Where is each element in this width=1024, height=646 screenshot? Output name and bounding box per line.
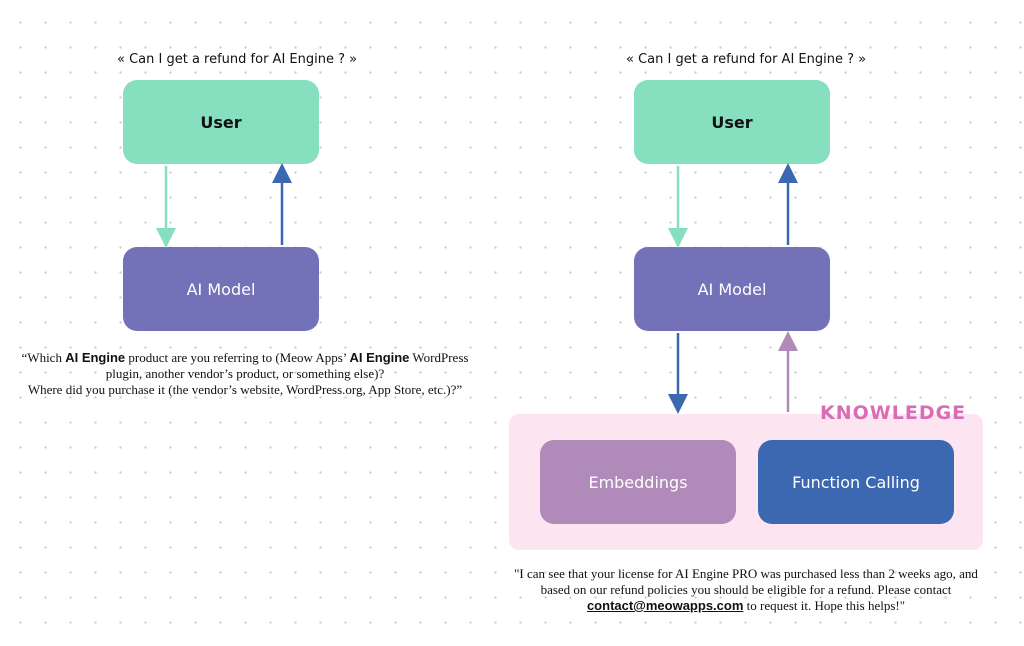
right-ai-model-node: AI Model [634, 247, 830, 331]
left-user-label: User [200, 112, 242, 132]
right-user-node: User [634, 80, 830, 164]
left-answer-part: WordPress plugin, another vendor’s produ… [105, 350, 469, 381]
left-answer-part: “Which [21, 350, 66, 365]
left-answer-text: “Which AI Engine product are you referri… [10, 350, 480, 398]
embeddings-label: Embeddings [588, 472, 688, 492]
left-answer-bold: AI Engine [349, 350, 410, 365]
function-calling-node: Function Calling [758, 440, 954, 524]
right-question: « Can I get a refund for AI Engine ? » [626, 52, 867, 67]
knowledge-title: KNOWLEDGE [820, 402, 967, 424]
left-answer-part: product are you referring to (Meow Apps’ [125, 350, 350, 365]
right-ai-model-label: AI Model [697, 279, 767, 299]
embeddings-node: Embeddings [540, 440, 736, 524]
left-ai-model-node: AI Model [123, 247, 319, 331]
left-user-node: User [123, 80, 319, 164]
right-answer-text: "I can see that your license for AI Engi… [508, 566, 984, 614]
left-answer-part: Where did you purchase it (the vendor’s … [27, 382, 463, 397]
right-answer-part: to request it. Hope this helps!" [743, 598, 906, 613]
left-question: « Can I get a refund for AI Engine ? » [117, 52, 358, 67]
left-ai-model-label: AI Model [186, 279, 256, 299]
right-user-label: User [711, 112, 753, 132]
contact-email-link[interactable]: contact@meowapps.com [586, 598, 744, 613]
function-calling-label: Function Calling [792, 472, 920, 492]
right-answer-part: "I can see that your license for AI Engi… [514, 566, 978, 597]
left-answer-bold: AI Engine [65, 350, 126, 365]
